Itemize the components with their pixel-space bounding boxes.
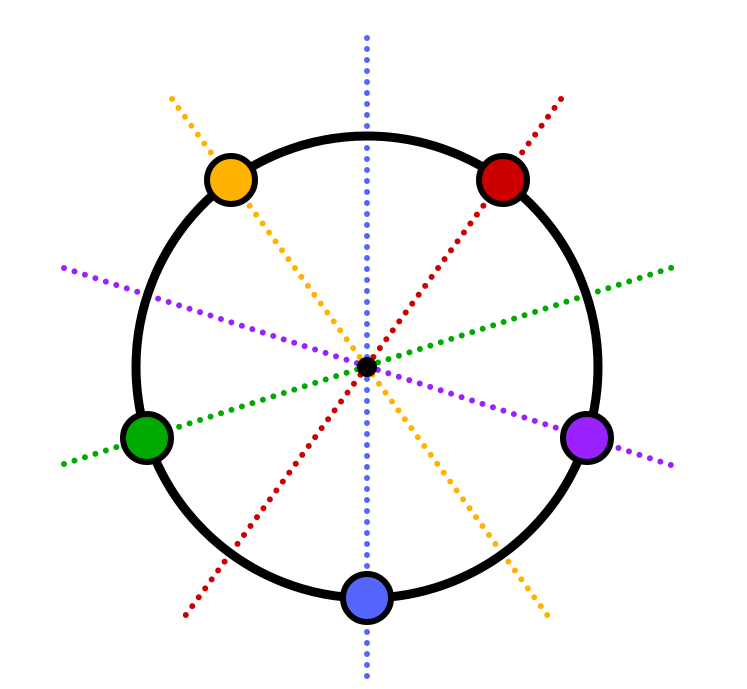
point-red (476, 153, 530, 207)
center-dot (357, 357, 377, 377)
circle-points (120, 153, 614, 625)
point-orange (204, 153, 258, 207)
point-green (120, 411, 174, 465)
point-purple (560, 411, 614, 465)
point-blue (340, 571, 394, 625)
